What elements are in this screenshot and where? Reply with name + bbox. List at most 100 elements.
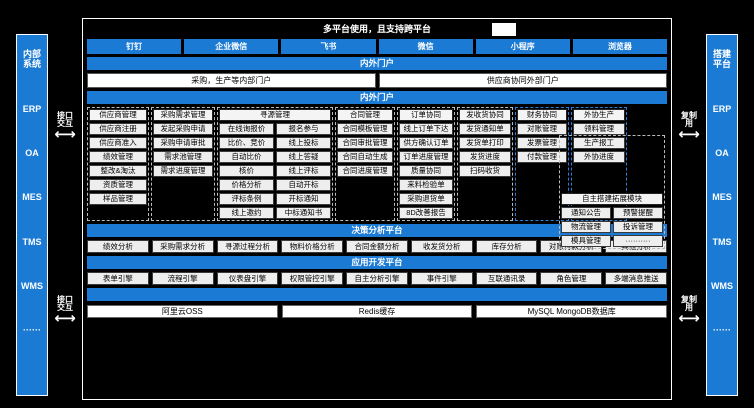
extension-item[interactable]: 通知公告	[561, 207, 611, 219]
module-item[interactable]: 扫码收货	[459, 165, 511, 177]
module-item[interactable]: 采购申请审批	[153, 137, 213, 149]
appdev-item-4[interactable]: 自主分析引擎	[346, 272, 408, 285]
module-item[interactable]: 样品管理	[89, 193, 147, 205]
module-item[interactable]: 核价	[219, 165, 274, 177]
platform-channel-4[interactable]: 小程序	[475, 39, 570, 54]
module-item[interactable]: 合同自动生成	[337, 151, 393, 163]
portal-banner-second: 内外门户	[87, 91, 667, 104]
module-item[interactable]: 供方确认订单	[399, 137, 453, 149]
internal-system-item-2: OA	[25, 148, 39, 159]
analysis-item-1[interactable]: 采购需求分析	[151, 240, 214, 253]
portal-1[interactable]: 供应商协同外部门户	[378, 73, 667, 88]
module-header-outsourced-production[interactable]: 外协生产	[573, 109, 625, 121]
extension-spacer	[561, 137, 663, 191]
module-item[interactable]: 线上投标	[276, 137, 331, 149]
analysis-banner: 决策分析平台	[87, 224, 667, 237]
module-item[interactable]: 发货单打印	[459, 137, 511, 149]
module-item[interactable]: 线上订单下达	[399, 123, 453, 135]
extension-column-1: 预警提醒投诉管理 ··········	[613, 207, 663, 247]
module-item[interactable]: 合同审批管理	[337, 137, 393, 149]
appdev-item-0[interactable]: 表单引擎	[87, 272, 149, 285]
analysis-item-5[interactable]: 收发货分析	[410, 240, 473, 253]
module-item[interactable]: 整改&淘汰	[89, 165, 147, 177]
module-item[interactable]: 合同模板管理	[337, 123, 393, 135]
module-item[interactable]: 发起采购申请	[153, 123, 213, 135]
module-item[interactable]: 开标通知	[276, 193, 331, 205]
analysis-item-0[interactable]: 绩效分析	[87, 240, 149, 253]
module-item[interactable]: 供应商准入	[89, 137, 147, 149]
module-header-finance-collaboration[interactable]: 财务协同	[517, 109, 567, 121]
module-header-order-collaboration[interactable]: 订单协同	[399, 109, 453, 121]
module-item[interactable]: 供应商注册	[89, 123, 147, 135]
appdev-item-7[interactable]: 角色管理	[540, 272, 603, 285]
extension-item[interactable]: 投诉管理	[613, 221, 663, 233]
module-item[interactable]: 合同进度管理	[337, 165, 393, 177]
module-header-delivery-collaboration[interactable]: 发收货协同	[459, 109, 511, 121]
module-item[interactable]: 发货通知单	[459, 123, 511, 135]
appdev-item-3[interactable]: 权限管控引擎	[281, 272, 344, 285]
platform-channel-0[interactable]: 钉钉	[87, 39, 182, 54]
platform-channel-2[interactable]: 飞书	[281, 39, 376, 54]
build-platform-item-1: ERP	[712, 103, 732, 114]
module-item[interactable]: 质量协同	[399, 165, 453, 177]
module-item[interactable]: 中标通知书	[276, 207, 331, 219]
module-item[interactable]: 8D改善报告	[399, 207, 453, 219]
appdev-item-2[interactable]: 仪表盘引擎	[216, 272, 279, 285]
module-item[interactable]: 自动比价	[219, 151, 274, 163]
appdev-item-1[interactable]: 流程引擎	[151, 272, 214, 285]
module-item[interactable]: 线上答疑	[276, 151, 331, 163]
internal-system-item-6: ······	[23, 325, 41, 336]
module-grid: 供应商管理供应商注册供应商准入绩效管理整改&淘汰资质管理样品管理采购需求管理发起…	[87, 107, 667, 221]
module-item[interactable]: 发货进度	[459, 151, 511, 163]
module-item[interactable]: 领料管理	[573, 123, 625, 135]
module-item[interactable]: 订单进度管理	[399, 151, 453, 163]
extension-item[interactable]: 模具管理	[561, 235, 611, 247]
module-header-sourcing-management[interactable]: 寻源管理	[219, 109, 331, 121]
module-header-contract-management[interactable]: 合同管理	[337, 109, 393, 121]
module-item[interactable]: 线上邀约	[219, 207, 274, 219]
module-item[interactable]: 报名参与	[276, 123, 331, 135]
extension-header[interactable]: 自主搭建拓展模块	[561, 193, 663, 205]
double-arrow-icon: ⟷	[54, 125, 76, 143]
module-item[interactable]: 在线询报价	[219, 123, 274, 135]
interface-arrow-left-bottom-label: 接口 交互	[57, 295, 73, 313]
appdev-item-5[interactable]: 事件引擎	[410, 272, 473, 285]
module-item[interactable]: 价格分析	[219, 179, 274, 191]
module-item[interactable]: 线上评标	[276, 165, 331, 177]
analysis-item-4[interactable]: 合同金额分析	[346, 240, 408, 253]
extension-item[interactable]: ··········	[613, 235, 663, 247]
analysis-item-3[interactable]: 物料价格分析	[281, 240, 344, 253]
portal-0[interactable]: 采购，生产等内部门户	[87, 73, 376, 88]
infra-item-0[interactable]: 阿里云OSS	[87, 305, 278, 318]
module-column-sourcing-management-1: 报名参与线上投标线上答疑线上评标自动开标开标通知中标通知书	[276, 123, 331, 219]
platform-channel-1[interactable]: 企业微信	[184, 39, 279, 54]
module-item[interactable]: 付款管理	[517, 151, 567, 163]
platform-channel-3[interactable]: 微信	[378, 39, 473, 54]
analysis-item-6[interactable]: 库存分析	[475, 240, 538, 253]
module-item[interactable]: 采购退货单	[399, 193, 453, 205]
module-group-purchase-demand-management: 采购需求管理发起采购申请采购申请审批需求池管理需求进度管理	[151, 107, 215, 221]
analysis-item-2[interactable]: 寻源过程分析	[216, 240, 279, 253]
module-item[interactable]: 绩效管理	[89, 151, 147, 163]
module-item[interactable]: 对账管理	[517, 123, 567, 135]
module-item[interactable]: 比价、竞价	[219, 137, 274, 149]
extension-item[interactable]: 预警提醒	[613, 207, 663, 219]
infra-item-2[interactable]: MySQL MongoDB数据库	[476, 305, 668, 318]
platform-channel-5[interactable]: 浏览器	[572, 39, 668, 54]
infra-item-1[interactable]: Redis缓存	[281, 305, 473, 318]
appdev-item-6[interactable]: 互联通讯录	[475, 272, 538, 285]
module-item[interactable]: 生产报工	[573, 137, 625, 149]
module-item[interactable]: 需求进度管理	[153, 165, 213, 177]
module-item[interactable]: 需求池管理	[153, 151, 213, 163]
module-item[interactable]: 资质管理	[89, 179, 147, 191]
appdev-item-8[interactable]: 多端消息推送	[605, 272, 668, 285]
module-item[interactable]: 发票管理	[517, 137, 567, 149]
module-header-purchase-demand-management[interactable]: 采购需求管理	[153, 109, 213, 121]
build-platform-item-4: TMS	[712, 236, 732, 247]
module-item[interactable]: 评标条例	[219, 193, 274, 205]
module-item[interactable]: 自动开标	[276, 179, 331, 191]
module-header-supplier-management[interactable]: 供应商管理	[89, 109, 147, 121]
module-item[interactable]: 来料检验单	[399, 179, 453, 191]
module-item[interactable]: 外协进度	[573, 151, 625, 163]
extension-item[interactable]: 物流管理	[561, 221, 611, 233]
